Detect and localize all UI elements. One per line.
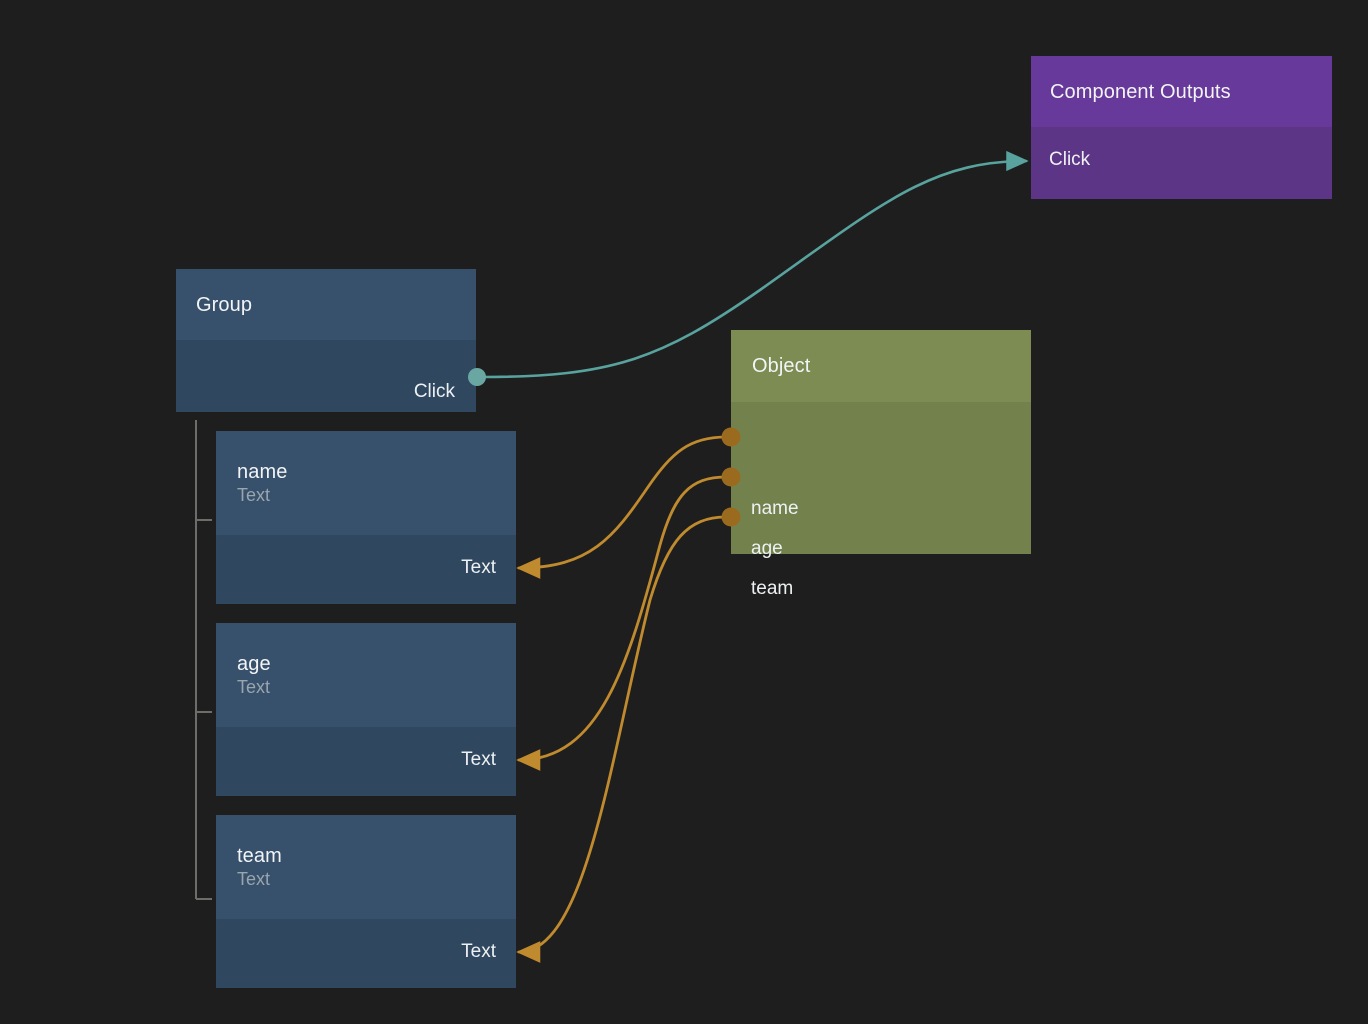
- object-input-team[interactable]: team: [751, 578, 793, 600]
- child-team-output-text[interactable]: Text: [461, 941, 496, 963]
- object-input-name-label: name: [751, 498, 799, 519]
- node-group[interactable]: Group Click: [176, 269, 476, 412]
- child-name-output-text[interactable]: Text: [461, 557, 496, 579]
- child-name-output-text-label: Text: [461, 557, 496, 578]
- object-input-age[interactable]: age: [751, 538, 783, 560]
- object-body: name age team: [731, 402, 1031, 599]
- child-age-output-text-label: Text: [461, 749, 496, 770]
- node-object[interactable]: Object name age team: [731, 330, 1031, 599]
- object-input-team-label: team: [751, 578, 794, 599]
- child-team-title: team: [237, 845, 282, 867]
- component-outputs-title: Component Outputs: [1050, 80, 1231, 103]
- component-outputs-input-click[interactable]: Click: [1049, 149, 1090, 171]
- child-team-header[interactable]: team Text: [216, 815, 516, 919]
- child-team-body: Text: [216, 919, 516, 988]
- component-outputs-input-click-label: Click: [1049, 149, 1091, 170]
- node-component-outputs[interactable]: Component Outputs Click: [1031, 56, 1332, 199]
- object-input-name[interactable]: name: [751, 498, 799, 520]
- node-child-name[interactable]: name Text Text: [216, 431, 516, 604]
- object-header[interactable]: Object: [731, 330, 1031, 402]
- group-title: Group: [196, 293, 253, 316]
- child-name-body: Text: [216, 535, 516, 604]
- group-output-click-label: Click: [413, 381, 455, 402]
- group-header[interactable]: Group: [176, 269, 476, 340]
- child-age-output-text[interactable]: Text: [461, 749, 496, 771]
- node-child-team[interactable]: team Text Text: [216, 815, 516, 988]
- child-age-title: age: [237, 653, 271, 675]
- child-age-header[interactable]: age Text: [216, 623, 516, 727]
- object-input-age-label: age: [751, 538, 783, 559]
- group-body: Click: [176, 340, 476, 412]
- child-name-header[interactable]: name Text: [216, 431, 516, 535]
- child-age-subtitle: Text: [237, 677, 271, 697]
- node-child-age[interactable]: age Text Text: [216, 623, 516, 796]
- child-team-output-text-label: Text: [461, 941, 496, 962]
- group-output-click[interactable]: Click: [414, 381, 455, 403]
- component-outputs-header[interactable]: Component Outputs: [1031, 56, 1332, 127]
- component-outputs-body: Click: [1031, 127, 1332, 199]
- child-name-subtitle: Text: [237, 485, 271, 505]
- child-team-subtitle: Text: [237, 869, 271, 889]
- object-title: Object: [752, 355, 811, 377]
- child-age-body: Text: [216, 727, 516, 796]
- child-name-title: name: [237, 461, 288, 483]
